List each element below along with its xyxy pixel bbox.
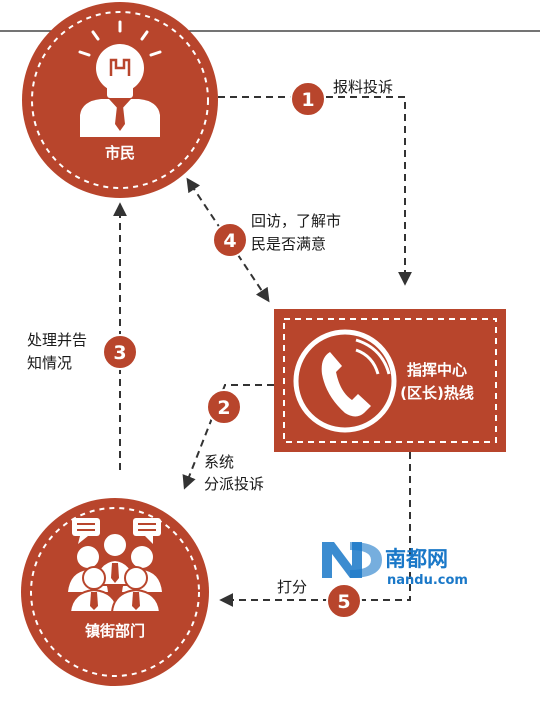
step-5-badge: 5 <box>326 583 362 619</box>
step-5-number: 5 <box>337 591 350 613</box>
step-4-number: 4 <box>223 230 236 252</box>
center-label-line1: 指挥中心 <box>407 361 467 379</box>
step-1-badge: 1 <box>290 81 326 117</box>
step-3-text-line2: 知情况 <box>27 354 72 372</box>
node-citizen: 市民 <box>22 2 218 198</box>
center-label-line2: (区长)热线 <box>400 384 474 402</box>
step-3-badge: 3 <box>102 334 138 370</box>
step-3-text-line1: 处理并告 <box>27 331 87 349</box>
step-2-number: 2 <box>217 397 230 419</box>
step-5-text: 打分 <box>277 578 307 596</box>
people-discussion-icon <box>68 518 162 613</box>
node-town-departments: 镇街部门 <box>21 498 209 686</box>
phone-icon <box>293 329 397 433</box>
step-1-number: 1 <box>301 89 314 111</box>
town-label: 镇街部门 <box>85 622 145 640</box>
nandu-watermark-logo: 南都网 nandu.com <box>322 542 468 588</box>
step-3-number: 3 <box>113 342 126 364</box>
step-4-text-line1: 回访，了解市 <box>251 212 341 230</box>
step-2-badge: 2 <box>206 389 242 425</box>
citizen-idea-icon <box>78 20 162 137</box>
connector-step-2 <box>182 384 274 490</box>
watermark-brand: 南都网 <box>385 547 448 571</box>
step-4-text-line2: 民是否满意 <box>251 235 326 253</box>
watermark-url: nandu.com <box>387 573 468 588</box>
connector-step-5 <box>219 452 411 607</box>
connector-step-1 <box>218 96 412 286</box>
step-2-text-line2: 分派投诉 <box>204 475 264 493</box>
node-command-center: 指挥中心 (区长)热线 <box>274 309 506 452</box>
step-1-text: 报料投诉 <box>333 78 393 96</box>
step-2-text-line1: 系统 <box>204 453 234 471</box>
citizen-label: 市民 <box>105 144 135 162</box>
step-4-badge: 4 <box>212 222 248 258</box>
